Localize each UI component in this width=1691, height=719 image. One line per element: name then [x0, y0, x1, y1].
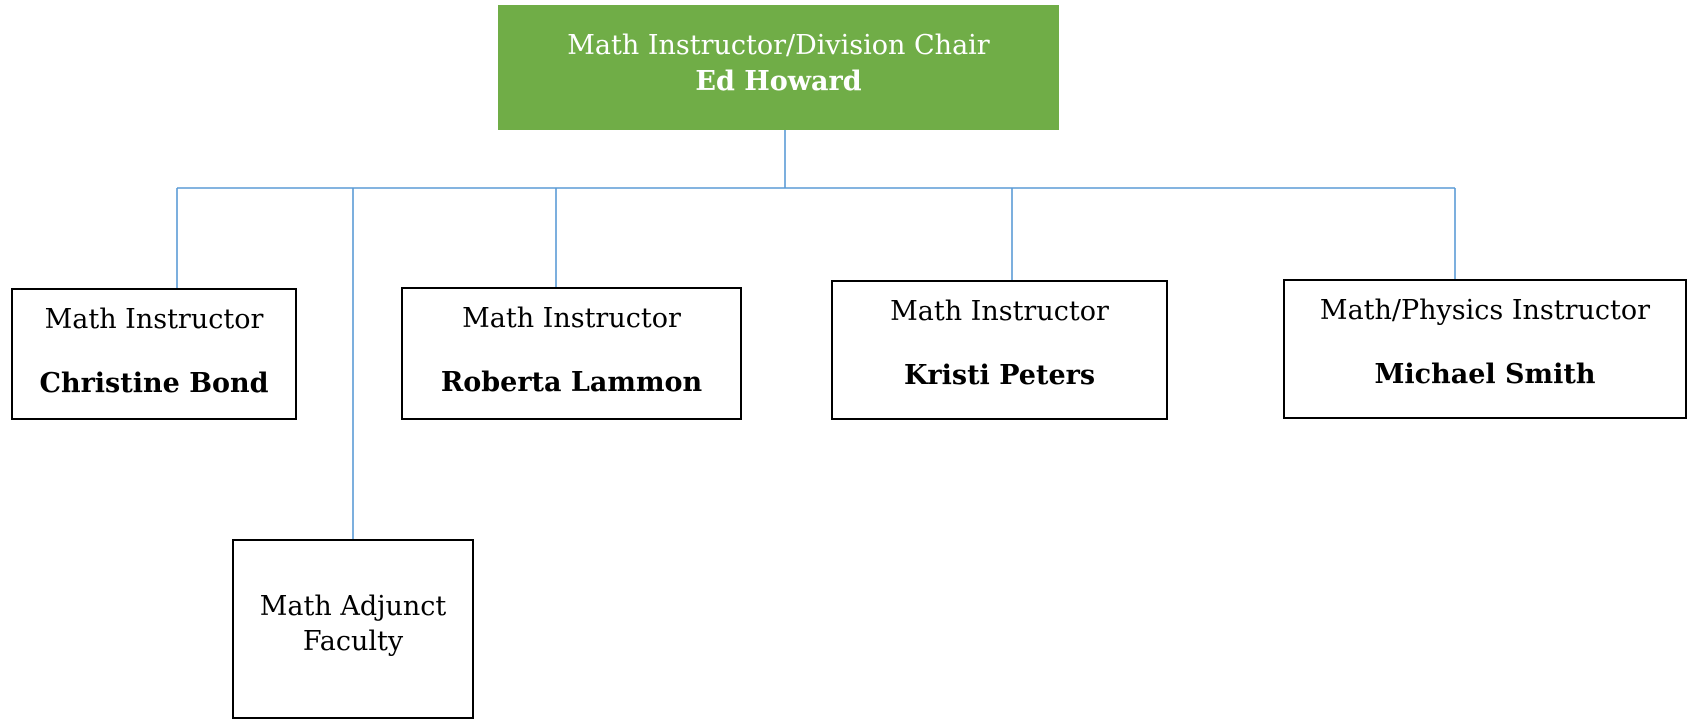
member-role: Math Instructor	[890, 296, 1109, 327]
member-name: Christine Bond	[39, 368, 269, 399]
head-role: Math Instructor/Division Chair	[567, 29, 990, 61]
member-role: Math Instructor	[462, 303, 681, 334]
member-name: Roberta Lammon	[440, 367, 703, 398]
head-name: Ed Howard	[695, 65, 862, 97]
head-box: Math Instructor/Division Chair Ed Howard	[498, 5, 1059, 130]
member-role: Math Instructor	[44, 304, 264, 335]
member-name: Michael Smith	[1374, 359, 1596, 390]
member-box-kristi-peters: Math Instructor Kristi Peters	[831, 280, 1168, 420]
member-box-roberta-lammon: Math Instructor Roberta Lammon	[401, 287, 742, 420]
member-box-adjunct-faculty: Math Adjunct Faculty	[232, 539, 474, 719]
member-name: Kristi Peters	[903, 360, 1096, 391]
member-box-christine-bond: Math Instructor Christine Bond	[11, 288, 297, 420]
member-box-michael-smith: Math/Physics Instructor Michael Smith	[1283, 279, 1687, 419]
member-role: Math/Physics Instructor	[1319, 295, 1651, 326]
member-role: Math Adjunct Faculty	[259, 591, 447, 657]
